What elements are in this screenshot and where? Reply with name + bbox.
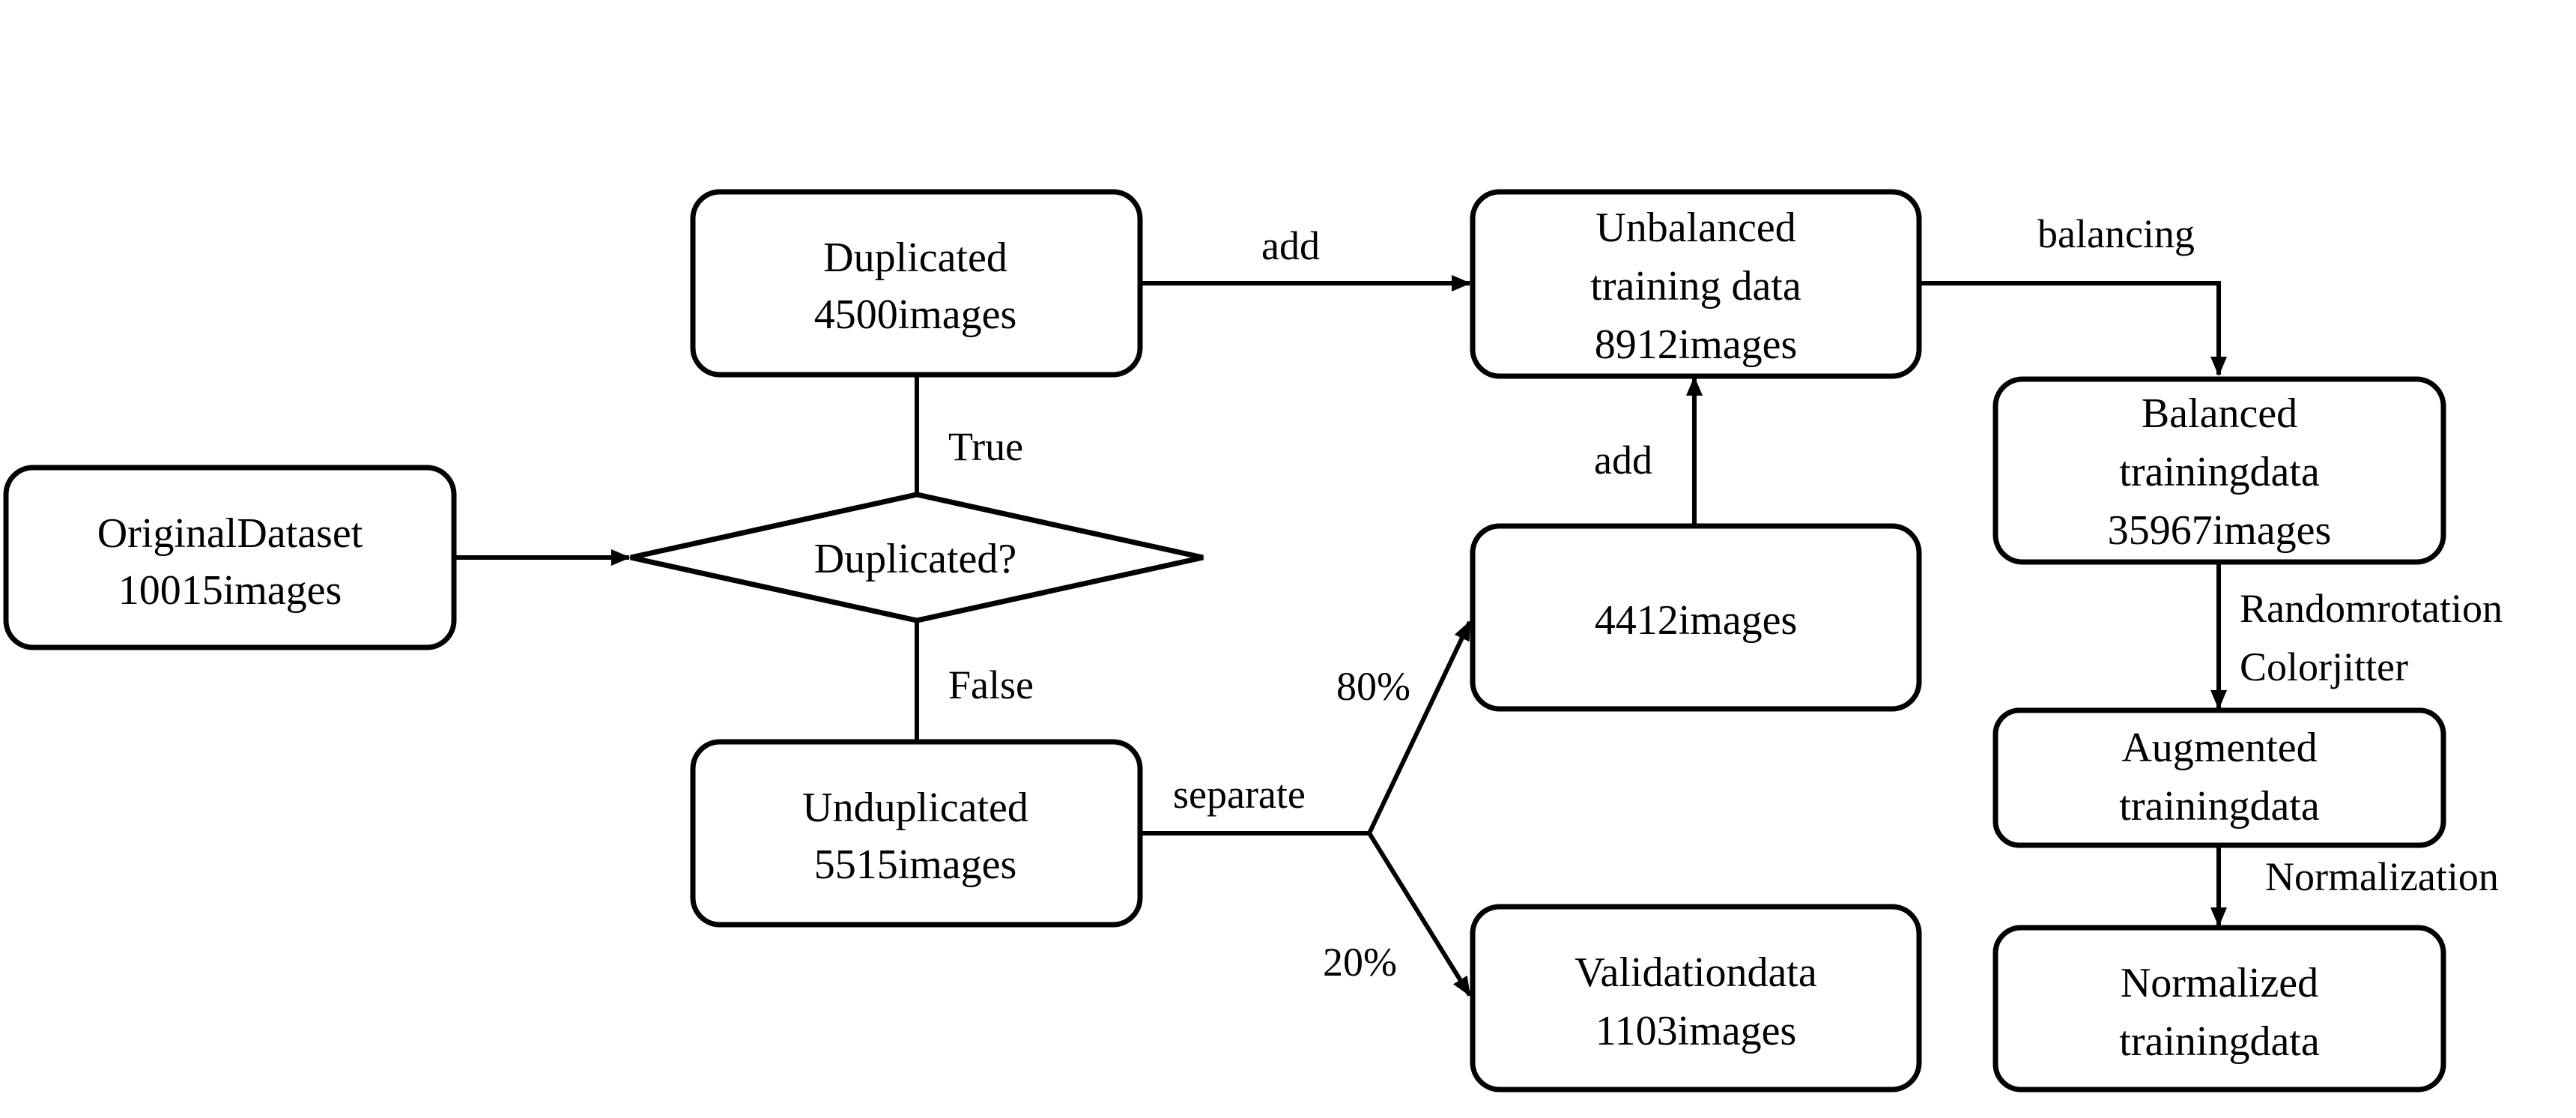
- node-original-dataset: OriginalDataset 10015images: [3, 465, 457, 650]
- node-unbalanced-line1: Unbalanced: [1595, 205, 1795, 251]
- edge-label-80pct: 80%: [1336, 664, 1410, 709]
- edge-unbalanced-to-balanced: [1919, 281, 2227, 376]
- edge-split-to-validation: [1367, 832, 1472, 997]
- node-balanced-training-data: Balanced trainingdata 35967images: [1992, 376, 2446, 565]
- node-validation-line1: Validationdata: [1575, 949, 1817, 996]
- node-unbalanced-line3: 8912images: [1595, 321, 1798, 368]
- node-normalized-line1: Normalized: [2121, 960, 2318, 1006]
- node-unduplicated-line1: Unduplicated: [802, 785, 1028, 831]
- edge-label-true: True: [948, 424, 1023, 469]
- decision-duplicated: Duplicated?: [630, 492, 1204, 623]
- node-balanced-line3: 35967images: [2108, 507, 2332, 554]
- node-unduplicated-line2: 5515images: [814, 841, 1017, 888]
- node-duplicated-line2: 4500images: [814, 291, 1017, 338]
- node-balanced-line1: Balanced: [2142, 390, 2297, 437]
- node-original-dataset-line2: 10015images: [118, 567, 342, 614]
- edge-label-add-mid: add: [1594, 438, 1652, 483]
- node-unbalanced-line2: training data: [1590, 263, 1801, 309]
- node-duplicated: Duplicated 4500images: [690, 189, 1143, 378]
- node-duplicated-line1: Duplicated: [823, 235, 1007, 281]
- node-validation-data: Validationdata 1103images: [1470, 904, 1922, 1093]
- edge-label-random-rotation: Randomrotation: [2240, 586, 2503, 631]
- node-unbalanced-training-data: Unbalanced training data 8912images: [1470, 189, 1922, 379]
- edge-label-separate: separate: [1173, 772, 1306, 817]
- node-original-dataset-line1: OriginalDataset: [97, 510, 363, 557]
- node-training-split: 4412images: [1470, 523, 1922, 712]
- node-validation-line2: 1103images: [1595, 1008, 1797, 1054]
- node-augmented-line2: trainingdata: [2119, 783, 2320, 830]
- node-unduplicated: Unduplicated 5515images: [690, 739, 1143, 928]
- edge-split-to-train: [1367, 620, 1472, 835]
- edge-label-false: False: [948, 662, 1034, 707]
- decision-label: Duplicated?: [814, 536, 1017, 582]
- edge-label-balancing: balancing: [2037, 211, 2195, 256]
- node-balanced-line2: trainingdata: [2119, 449, 2320, 495]
- edge-label-add-top: add: [1261, 223, 1320, 268]
- edge-label-color-jitter: Colorjitter: [2240, 644, 2408, 689]
- node-training-split-line1: 4412images: [1595, 597, 1798, 644]
- node-normalized-line2: trainingdata: [2119, 1018, 2320, 1065]
- edge-label-normalization: Normalization: [2265, 854, 2499, 899]
- node-augmented-line1: Augmented: [2121, 725, 2317, 771]
- edge-label-20pct: 20%: [1323, 940, 1397, 985]
- node-normalized-training-data: Normalized trainingdata: [1992, 925, 2446, 1093]
- node-augmented-training-data: Augmented trainingdata: [1992, 707, 2446, 848]
